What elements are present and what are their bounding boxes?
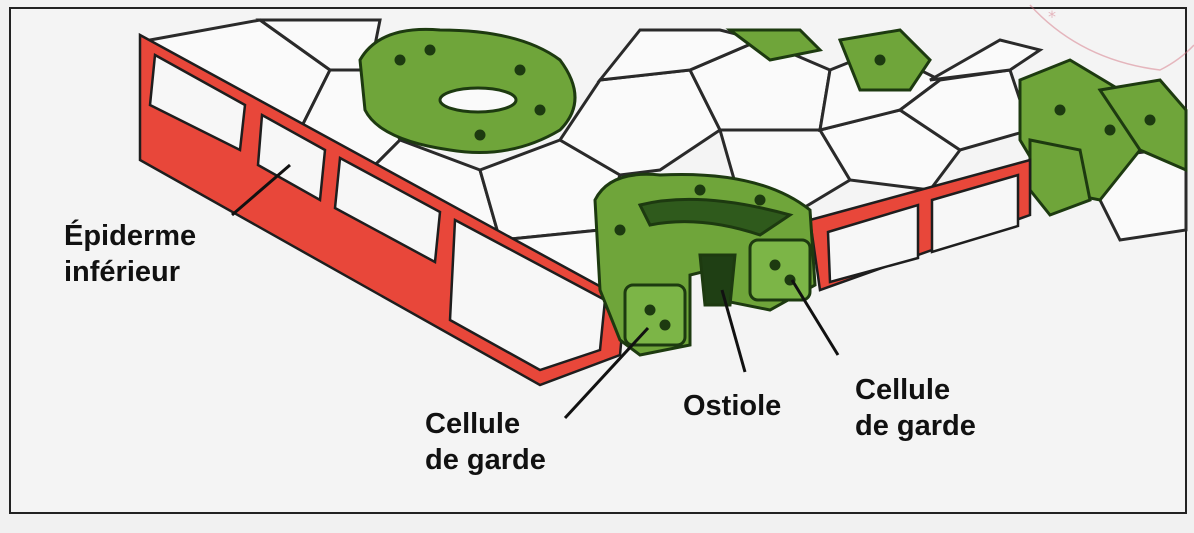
- label-ostiole: Ostiole: [683, 388, 781, 424]
- svg-text:*: *: [1048, 7, 1056, 26]
- label-epiderme-inferieur: Épiderme inférieur: [64, 218, 196, 290]
- label-garde-right-line1: Cellule: [855, 372, 976, 408]
- label-epiderme-line2: inférieur: [64, 254, 196, 290]
- upper-stomata: [360, 29, 575, 152]
- ostiole-opening: [700, 255, 735, 305]
- label-epiderme-line1: Épiderme: [64, 218, 196, 254]
- label-cellule-de-garde-left: Cellule de garde: [425, 406, 546, 478]
- label-garde-left-line2: de garde: [425, 442, 546, 478]
- label-ostiole-text: Ostiole: [683, 388, 781, 424]
- label-garde-right-line2: de garde: [855, 408, 976, 444]
- label-cellule-de-garde-right: Cellule de garde: [855, 372, 976, 444]
- label-garde-left-line1: Cellule: [425, 406, 546, 442]
